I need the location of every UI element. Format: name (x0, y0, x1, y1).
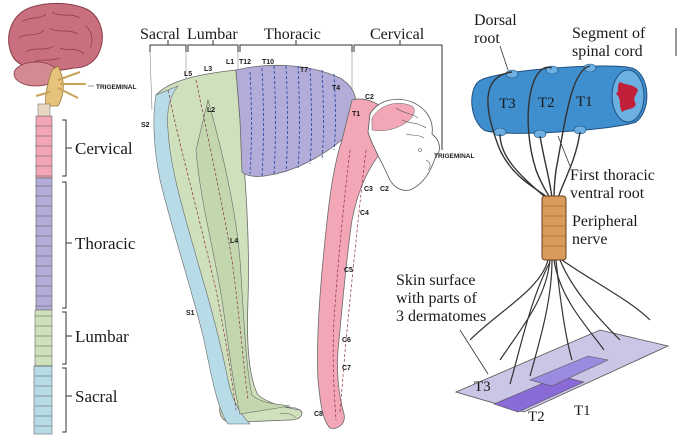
header-sacral: Sacral (140, 26, 181, 43)
skin-label-t1: T1 (574, 403, 591, 419)
toes (279, 406, 303, 419)
label-s1: S1 (186, 310, 195, 317)
figure-head-cervical-patch (371, 103, 415, 131)
brain-and-spine: TRIGEMINAL Cervical Thoracic Lumbar Sacr… (8, 2, 136, 435)
label-l2: L2 (207, 107, 215, 114)
spine-label-lumbar: Lumbar (75, 327, 129, 346)
label-segment-line1: Segment of (572, 25, 646, 42)
label-peripheral-line2: nerve (572, 231, 608, 248)
nerve-stripes (542, 205, 566, 247)
spine-top (37, 103, 51, 117)
label-c5: C5 (344, 267, 353, 274)
spinal-cord-segment (471, 65, 648, 134)
label-c8: C8 (314, 411, 323, 418)
label-c7: C7 (342, 365, 351, 372)
spine-brackets (62, 119, 72, 433)
label-dorsal-line1: Dorsal (474, 12, 517, 29)
header-cervical: Cervical (370, 26, 425, 43)
label-t4: T4 (332, 85, 340, 92)
dorsal-pointer (499, 45, 509, 71)
spine-label-cervical: Cervical (75, 139, 133, 158)
spine-thoracic-segment (35, 177, 53, 311)
label-segment-line2: spinal cord (572, 43, 643, 60)
label-c3: C3 (364, 186, 373, 193)
cord-segment-diagram: Dorsal root Segment of spinal cord T3 T2… (396, 12, 677, 425)
label-dorsal-line2: root (474, 30, 500, 47)
figure-sacral-band (153, 85, 251, 425)
gray-matter (616, 82, 638, 112)
label-c6: C6 (342, 337, 351, 344)
peripheral-nerve (541, 195, 567, 261)
label-l4: L4 (230, 238, 238, 245)
spine-trigeminal-label: TRIGEMINAL (96, 84, 136, 91)
brain-folds (17, 11, 93, 63)
label-c4: C4 (360, 210, 369, 217)
label-l3: L3 (204, 66, 212, 73)
limb-dermatome-lines (167, 79, 367, 421)
spine-cervical-segment (35, 115, 53, 179)
skin-label-t2: T2 (528, 409, 545, 425)
ventral-root-pointer (557, 135, 571, 167)
label-peripheral-line1: Peripheral (572, 213, 638, 230)
spine-segment-ticks (35, 125, 52, 427)
dermatome-t1-strip (529, 355, 609, 387)
label-t7: T7 (300, 67, 308, 74)
skin-pointer (459, 329, 489, 375)
thoracic-dermatome-lines (249, 65, 336, 177)
figure-hair-lines (395, 107, 431, 171)
cord-label-t3: T3 (499, 96, 516, 112)
label-c2-face: C2 (380, 186, 389, 193)
nerve-fibers-upper (487, 65, 591, 199)
cord-label-t2: T2 (538, 95, 555, 111)
dermatome-t2-strip (493, 375, 585, 413)
label-t12: T12 (239, 59, 251, 66)
figure-trigeminal-label: TRIGEMINAL (434, 153, 474, 160)
label-s2: S2 (141, 122, 150, 129)
label-l1: L1 (226, 59, 234, 66)
spine-lumbar-segment (34, 309, 53, 367)
label-skin-line1: Skin surface (396, 272, 476, 289)
skin-label-t3: T3 (474, 379, 491, 395)
label-c2-top: C2 (365, 94, 374, 101)
spine-label-sacral: Sacral (75, 387, 118, 406)
header-lumbar: Lumbar (187, 26, 238, 43)
figure-header-brackets (149, 40, 443, 150)
cord-label-t1: T1 (576, 94, 593, 110)
nerve-fibers-lower (469, 259, 651, 385)
header-thoracic: Thoracic (264, 26, 321, 43)
label-first-thoracic-line2: ventral root (570, 185, 645, 202)
label-t1: T1 (352, 111, 360, 118)
label-l5: L5 (184, 71, 192, 78)
label-first-thoracic-line1: First thoracic (570, 167, 655, 184)
dermatome-figure: Sacral Lumbar Thoracic Cervical (140, 26, 474, 429)
trigeminal-nerve-lines (35, 71, 86, 99)
label-t10: T10 (262, 59, 274, 66)
spine-label-thoracic: Thoracic (75, 234, 136, 253)
label-skin-line2: with parts of (396, 290, 478, 307)
label-skin-line3: 3 dermatomes (396, 308, 486, 325)
figure-front-leg (195, 98, 291, 415)
